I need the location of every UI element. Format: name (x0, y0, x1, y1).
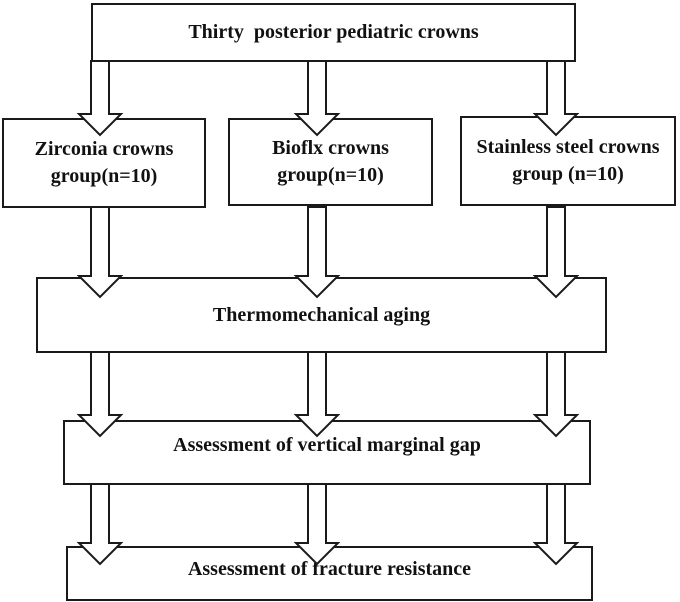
fracture-resistance-label: Assessment of fracture resistance (187, 558, 472, 580)
bioflx-group-label-line2: group(n=10) (277, 164, 384, 186)
bioflx-group-label-line1: Bioflx crowns (272, 137, 389, 159)
total-sample-label: Thirty posterior pediatric crowns (188, 21, 479, 43)
box-bioflx-group: Bioflx crowns group(n=10) (228, 118, 433, 206)
box-thermomechanical-aging: Thermomechanical aging (36, 277, 607, 353)
stainless-group-label-line2: group (n=10) (512, 163, 624, 185)
zirconia-group-label-line2: group(n=10) (50, 165, 158, 187)
thermomechanical-aging-label: Thermomechanical aging (212, 303, 431, 326)
box-zirconia-group: Zirconia crowns group(n=10) (2, 118, 206, 208)
box-fracture-resistance-assessment: Assessment of fracture resistance (66, 546, 593, 601)
zirconia-group-label-line1: Zirconia crowns (34, 138, 174, 160)
stainless-group-label-line1: Stainless steel crowns (476, 136, 660, 158)
box-vertical-marginal-gap-assessment: Assessment of vertical marginal gap (63, 420, 591, 485)
box-stainless-steel-group: Stainless steel crowns group (n=10) (460, 116, 676, 206)
vertical-marginal-gap-label: Assessment of vertical marginal gap (173, 434, 481, 456)
box-total-sample: Thirty posterior pediatric crowns (91, 3, 576, 62)
